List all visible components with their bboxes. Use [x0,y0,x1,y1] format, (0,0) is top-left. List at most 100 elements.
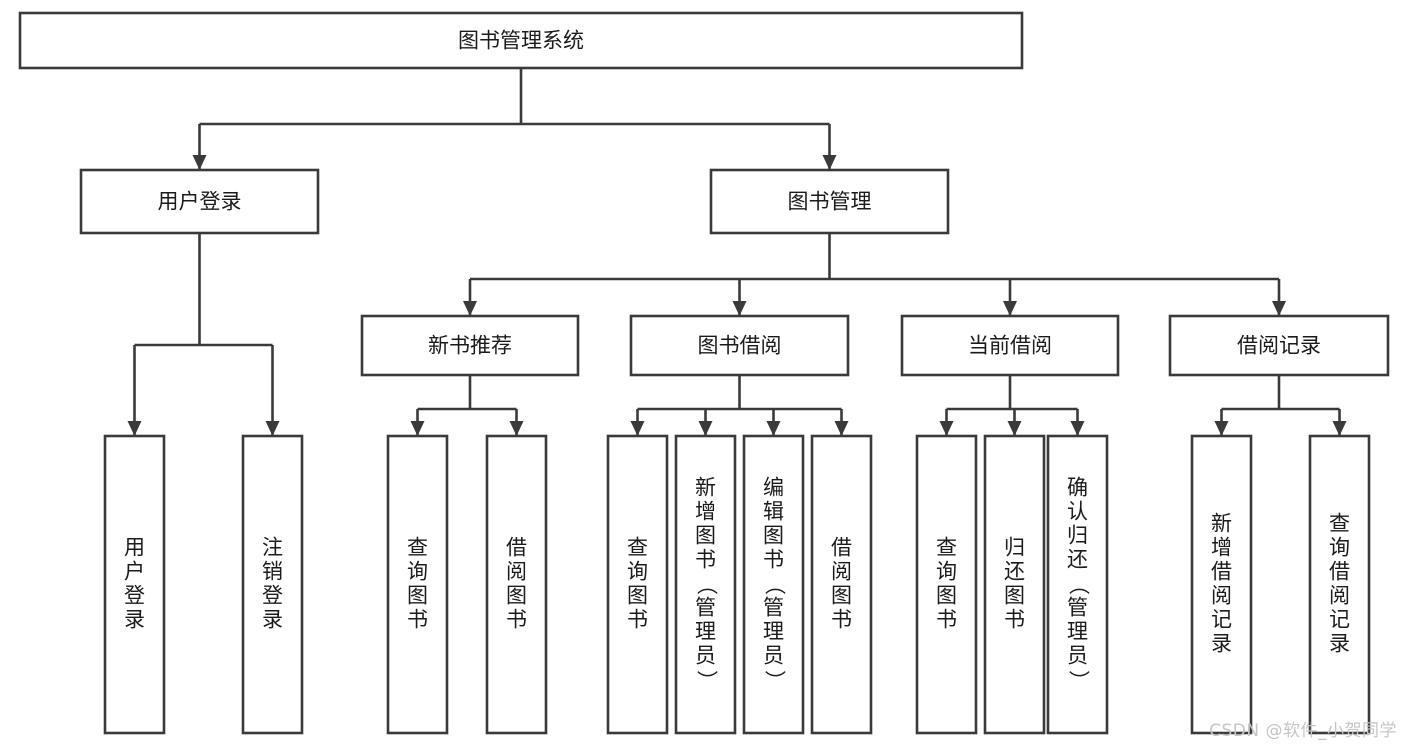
arrow-head-current-borrow [1003,301,1017,316]
node-label-char: 图 [936,584,957,608]
node-label-char: 录 [1329,632,1350,656]
node-label-char: ） [763,670,787,691]
node-label-char: 借 [506,536,527,560]
node-label-char: 图 [506,584,527,608]
arrow-head-leaf-add-record [1214,421,1229,436]
node-label-char: 编 [763,476,784,500]
node-label-char: 借 [1329,560,1350,584]
node-label-char: ） [1067,670,1091,691]
node-label-char: 询 [627,560,648,584]
node-label-char: 图 [695,524,716,548]
watermark-label: CSDN @软件_小贺同学 [1209,721,1397,741]
node-label-char: 录 [262,608,283,632]
arrow-head-book-management [822,155,837,170]
node-label-char: 阅 [831,560,852,584]
node-label: 用户登录 [158,190,242,214]
arrow-head-leaf-query-book-3 [939,421,954,436]
node-label-char: 图 [831,584,852,608]
node-label-char: 查 [627,536,648,560]
node-root[interactable]: 图书管理系统 [18,11,1024,70]
node-borrow-record[interactable]: 借阅记录 [1168,314,1390,377]
node-label-char: 书 [1004,608,1025,632]
node-label-char: （ [763,574,787,595]
node-label: 图书管理系统 [458,29,584,53]
node-new-book-recommend[interactable]: 新书推荐 [360,314,580,377]
node-book-management[interactable]: 图书管理 [709,168,950,235]
node-label-char: 图 [763,524,784,548]
node-label: 借阅记录 [1237,334,1321,358]
node-layer: 图书管理系统用户登录图书管理新书推荐图书借阅当前借阅借阅记录用户登录注销登录查询… [18,11,1390,735]
node-label-char: ） [695,670,719,691]
node-label-char: 员 [763,644,784,668]
node-box [79,168,320,235]
node-current-borrow[interactable]: 当前借阅 [900,314,1120,377]
node-label-char: 户 [124,560,145,584]
node-leaf-user-login[interactable]: 用户登录 [103,434,166,735]
node-label-char: 管 [1067,596,1088,620]
node-label-char: 阅 [506,560,527,584]
node-box [915,434,978,735]
node-box [18,11,1024,70]
arrow-head-leaf-query-book-2 [630,421,645,436]
node-label-char: 理 [1067,620,1088,644]
node-box [241,434,304,735]
node-label-char: 书 [695,548,716,572]
node-label-char: 登 [124,584,145,608]
node-label-char: 查 [936,536,957,560]
arrow-head-user-login [192,155,207,170]
node-label-char: 查 [407,536,428,560]
node-label-char: （ [695,574,719,595]
node-label-char: 借 [1211,560,1232,584]
node-label-char: 新 [695,476,716,500]
node-label-char: 管 [763,596,784,620]
arrow-head-leaf-query-book-1 [410,421,425,436]
node-label-char: （ [1067,574,1091,595]
node-label-char: 管 [695,596,716,620]
node-label-char: 归 [1004,536,1025,560]
node-user-login[interactable]: 用户登录 [79,168,320,235]
node-label: 图书借阅 [698,334,782,358]
node-label-char: 记 [1329,608,1350,632]
node-label-char: 书 [763,548,784,572]
node-box [1046,434,1109,735]
node-box [1190,434,1253,735]
node-label-char: 录 [124,608,145,632]
node-label-char: 查 [1329,512,1350,536]
node-label-char: 理 [763,620,784,644]
node-label-char: 认 [1067,500,1088,524]
node-label-char: 借 [831,536,852,560]
node-label-char: 员 [695,644,716,668]
node-label-char: 图 [627,584,648,608]
arrow-head-new-book-recommend [463,301,477,316]
arrow-head-leaf-user-login [127,421,142,436]
connector-layer [127,68,1347,436]
arrow-head-leaf-return-book [1007,421,1022,436]
arrow-head-leaf-query-record [1332,421,1347,436]
node-label-char: 辑 [763,500,784,524]
node-label-char: 员 [1067,644,1088,668]
node-box [709,168,950,235]
node-label-char: 还 [1067,548,1088,572]
node-label: 新书推荐 [428,334,512,358]
node-box [103,434,166,735]
node-label-char: 新 [1211,512,1232,536]
node-box [1308,434,1371,735]
node-label-char: 书 [506,608,527,632]
arrow-head-leaf-add-book [698,421,713,436]
node-label-char: 阅 [1329,584,1350,608]
node-book-borrow[interactable]: 图书借阅 [629,314,850,377]
